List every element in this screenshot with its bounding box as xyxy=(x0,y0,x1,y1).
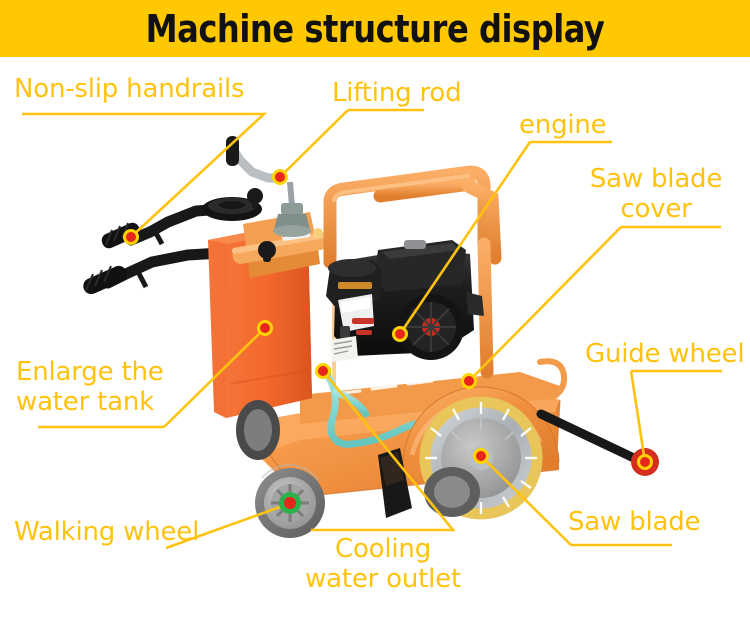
callout-line-1: Cooling xyxy=(335,534,431,564)
title-banner: Machine structure display xyxy=(0,0,750,57)
walking-wheel xyxy=(255,463,325,538)
callout-label-saw-blade: Saw blade xyxy=(568,507,701,537)
callout-line-2: water tank xyxy=(16,387,155,417)
callout-label-guide-wheel: Guide wheel xyxy=(585,339,745,369)
page-title: Machine structure display xyxy=(145,6,605,51)
callout-label-walking-wheel: Walking wheel xyxy=(14,517,200,547)
front-wheel xyxy=(236,400,280,460)
callout-label-lifting-rod: Lifting rod xyxy=(332,78,462,108)
callout-line-1: Saw blade xyxy=(589,164,723,194)
rear-wheel-far xyxy=(424,467,480,517)
callout-label-enlarge-water-tank: Enlarge the water tank xyxy=(16,357,166,417)
hose-fitting xyxy=(318,366,331,377)
callout-label-non-slip-handrails: Non-slip handrails xyxy=(14,74,245,104)
callout-label-saw-blade-cover: Saw blade cover xyxy=(588,164,724,224)
engine xyxy=(326,240,484,362)
callout-label-engine: engine xyxy=(519,110,607,140)
callout-line-2: water outlet xyxy=(305,564,461,594)
callout-line-1: Enlarge the xyxy=(16,357,164,387)
callout-line-2: cover xyxy=(620,194,692,224)
callout-label-cooling-water-outlet: Cooling water outlet xyxy=(300,534,466,594)
